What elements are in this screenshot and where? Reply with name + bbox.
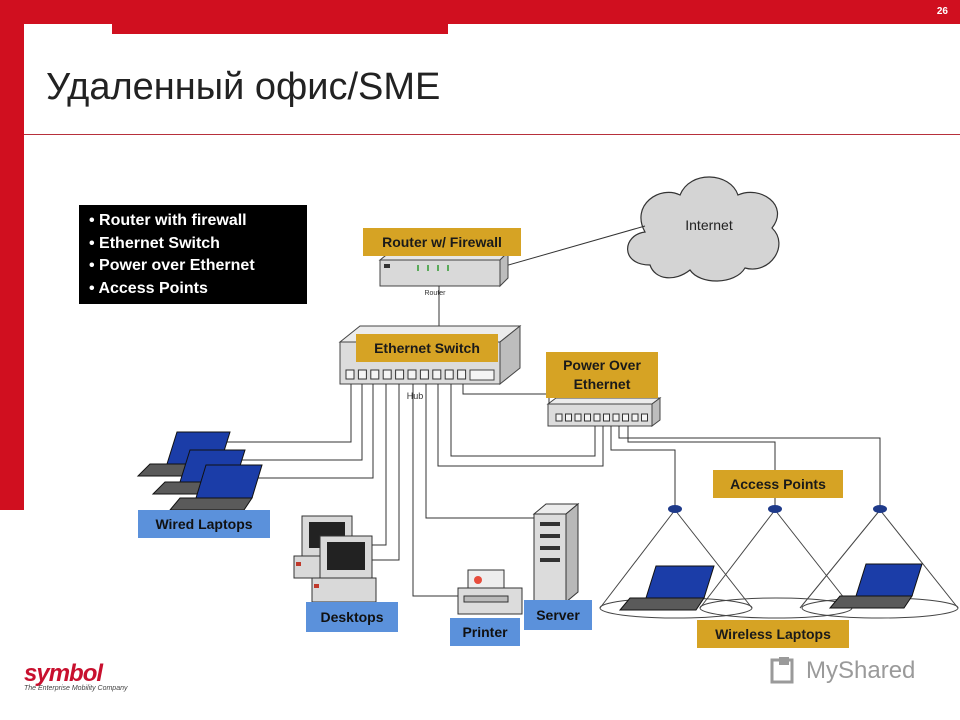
port-icon — [603, 413, 610, 422]
access-point-icon — [873, 505, 887, 513]
internet-label: Internet — [685, 217, 733, 233]
desktop-icon — [311, 535, 377, 603]
router-internet-link — [504, 225, 646, 267]
title-divider — [24, 134, 960, 135]
port-icon — [555, 413, 563, 422]
port-icon — [593, 413, 601, 422]
port-icon — [444, 369, 454, 380]
port-icon — [395, 369, 405, 380]
desktops-label: Desktops — [306, 602, 398, 632]
access-points-label: Access Points — [713, 470, 843, 498]
switch-label: Ethernet Switch — [356, 334, 498, 362]
server-icon — [532, 502, 580, 604]
feature-item: • Router with firewall — [89, 212, 247, 229]
router-label: Router w/ Firewall — [363, 228, 521, 256]
wired-laptops-label: Wired Laptops — [138, 510, 270, 538]
port-icon — [641, 413, 648, 422]
router-caption: Router — [424, 290, 446, 297]
port-icon — [622, 413, 629, 422]
port-icon — [345, 369, 355, 380]
poe-injector-icon — [546, 397, 662, 427]
internet-cloud-icon: Internet — [627, 176, 780, 282]
port-icon — [631, 413, 639, 422]
printer-label: Printer — [450, 618, 520, 646]
left-red-bar — [0, 24, 24, 510]
poe-label: Power Over Ethernet — [546, 352, 658, 398]
port-icon — [432, 369, 442, 380]
top-red-bar — [0, 0, 960, 24]
feature-item: • Power over Ethernet — [89, 257, 255, 274]
access-point-icon — [668, 505, 682, 513]
wireless-laptop-icon — [828, 563, 923, 609]
port-icon — [357, 369, 367, 380]
poe-port-row — [555, 413, 648, 422]
wireless-laptops-label: Wireless Laptops — [697, 620, 849, 648]
port-icon — [584, 413, 591, 422]
myshared-watermark: MyShared — [770, 656, 915, 686]
myshared-logo-icon — [770, 657, 794, 684]
port-icon — [407, 369, 417, 380]
slide-title: Удаленный офис/SME — [46, 66, 441, 108]
port-icon — [612, 413, 620, 422]
wired-laptop-icon — [168, 464, 263, 511]
hub-caption: Hub — [407, 391, 424, 401]
access-point-icon — [768, 505, 782, 513]
server-label: Server — [524, 600, 592, 630]
wireless-laptop-icon — [618, 565, 715, 611]
printer-icon — [457, 569, 523, 615]
port-icon — [574, 413, 582, 422]
port-icon — [457, 369, 467, 380]
port-icon — [382, 369, 392, 380]
red-accent-tab — [112, 24, 448, 34]
port-icon — [565, 413, 572, 422]
wireless-coverage — [599, 505, 959, 619]
feature-list-box: • Router with firewall • Ethernet Switch… — [79, 205, 307, 304]
port-icon — [370, 369, 380, 380]
feature-item: • Ethernet Switch — [89, 234, 220, 252]
title-panel — [32, 48, 960, 134]
feature-item: • Access Points — [89, 279, 208, 297]
hub-port-row — [345, 369, 467, 380]
symbol-logo: symbol The Enterprise Mobility Company — [24, 660, 128, 692]
page-number: 26 — [936, 6, 948, 17]
router-icon: Router — [378, 250, 510, 297]
port-icon — [419, 369, 429, 380]
